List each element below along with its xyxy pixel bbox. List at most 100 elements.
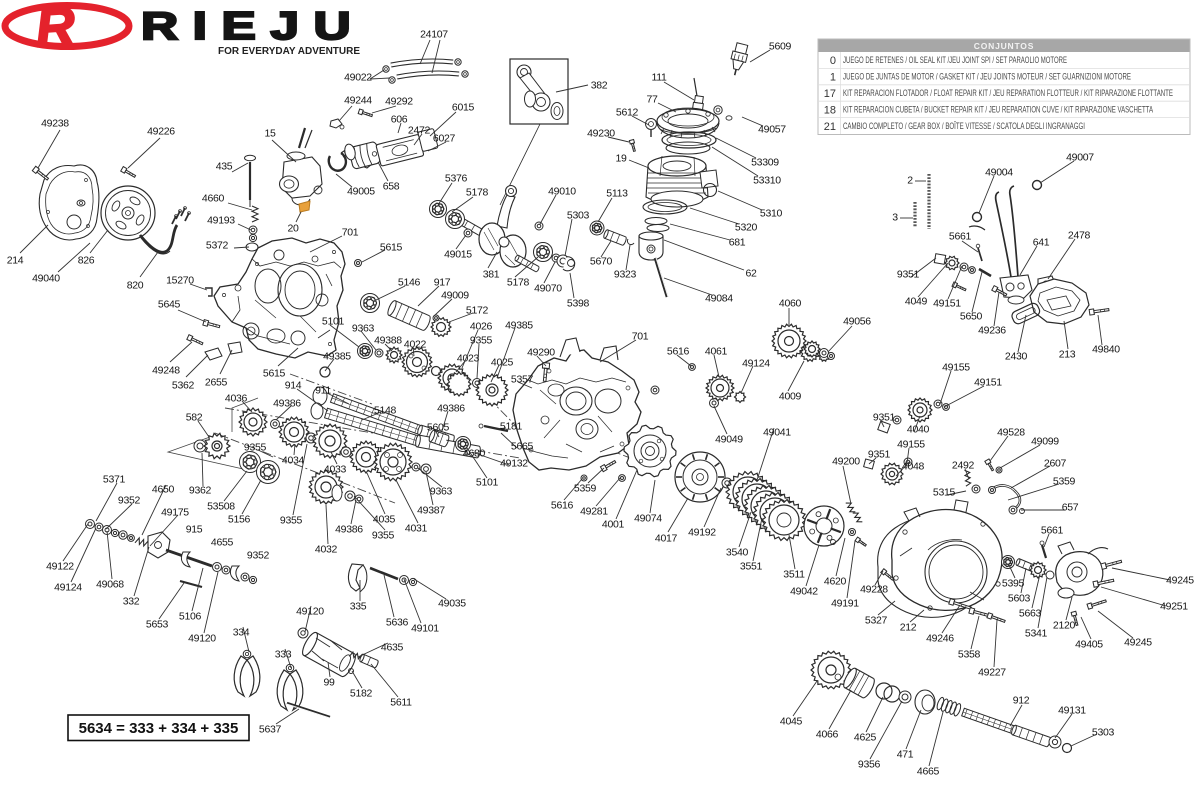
- svg-text:5172: 5172: [466, 305, 489, 317]
- svg-text:4023: 4023: [457, 353, 480, 365]
- svg-text:49236: 49236: [978, 325, 1006, 337]
- svg-text:49290: 49290: [527, 347, 555, 359]
- svg-text:9363: 9363: [352, 323, 375, 335]
- svg-text:5603: 5603: [1008, 593, 1031, 605]
- svg-text:53310: 53310: [753, 175, 781, 187]
- svg-text:5616: 5616: [667, 346, 690, 358]
- svg-text:49405: 49405: [1075, 639, 1103, 651]
- svg-text:4032: 4032: [315, 544, 338, 556]
- svg-text:49386: 49386: [273, 398, 301, 410]
- svg-text:912: 912: [1013, 695, 1030, 707]
- svg-text:4060: 4060: [779, 298, 802, 310]
- svg-text:49244: 49244: [344, 95, 372, 107]
- svg-text:9362: 9362: [189, 485, 212, 497]
- svg-text:3: 3: [892, 212, 898, 224]
- svg-text:4655: 4655: [211, 537, 234, 549]
- svg-text:9355: 9355: [244, 442, 267, 454]
- svg-text:49227: 49227: [978, 667, 1006, 679]
- svg-text:5615: 5615: [263, 368, 286, 380]
- svg-text:49040: 49040: [32, 273, 60, 285]
- svg-text:49084: 49084: [705, 293, 733, 305]
- svg-text:49124: 49124: [54, 582, 82, 594]
- svg-text:49041: 49041: [763, 427, 791, 439]
- svg-text:18: 18: [824, 104, 836, 116]
- svg-text:5611: 5611: [390, 697, 412, 709]
- svg-text:5310: 5310: [760, 208, 783, 220]
- svg-text:9352: 9352: [118, 495, 141, 507]
- svg-text:2607: 2607: [1044, 458, 1067, 470]
- svg-text:5178: 5178: [466, 187, 489, 199]
- svg-text:49226: 49226: [147, 126, 175, 138]
- svg-text:2478: 2478: [1068, 230, 1091, 242]
- svg-text:49122: 49122: [46, 561, 74, 573]
- svg-text:4045: 4045: [780, 716, 803, 728]
- svg-text:5146: 5146: [398, 277, 421, 289]
- svg-text:820: 820: [127, 280, 144, 292]
- svg-text:332: 332: [123, 596, 140, 608]
- svg-text:21: 21: [824, 121, 836, 133]
- svg-text:914: 914: [285, 380, 302, 392]
- svg-text:9323: 9323: [614, 269, 637, 281]
- svg-text:606: 606: [391, 114, 408, 126]
- svg-text:9356: 9356: [858, 759, 881, 771]
- svg-text:15: 15: [264, 128, 276, 140]
- svg-text:334: 334: [233, 627, 250, 639]
- svg-text:49035: 49035: [438, 598, 466, 610]
- svg-text:5637: 5637: [259, 724, 282, 736]
- svg-text:49386: 49386: [437, 403, 465, 415]
- svg-text:1: 1: [830, 72, 836, 84]
- svg-text:5609: 5609: [769, 41, 792, 53]
- svg-text:5320: 5320: [735, 222, 758, 234]
- svg-text:49192: 49192: [688, 527, 716, 539]
- svg-text:49238: 49238: [41, 118, 69, 130]
- svg-text:826: 826: [78, 255, 95, 267]
- svg-text:53508: 53508: [207, 501, 235, 513]
- svg-text:49385: 49385: [323, 351, 351, 363]
- svg-text:381: 381: [483, 269, 500, 281]
- svg-text:641: 641: [1033, 237, 1050, 249]
- svg-text:5303: 5303: [1092, 727, 1115, 739]
- svg-text:R: R: [34, 0, 77, 59]
- svg-text:335: 335: [350, 601, 367, 613]
- svg-text:9351: 9351: [897, 269, 920, 281]
- svg-text:49151: 49151: [974, 377, 1002, 389]
- svg-text:9355: 9355: [470, 335, 493, 347]
- svg-text:KIT REPARACION CUBETA / BUCKET: KIT REPARACION CUBETA / BUCKET REPAIR KI…: [843, 104, 1153, 114]
- svg-text:49386: 49386: [335, 524, 363, 536]
- svg-text:5182: 5182: [350, 688, 373, 700]
- svg-text:4066: 4066: [816, 729, 839, 741]
- svg-text:49175: 49175: [161, 507, 189, 519]
- svg-text:49245: 49245: [1166, 575, 1194, 587]
- svg-text:5605: 5605: [427, 422, 450, 434]
- svg-text:4033: 4033: [324, 464, 347, 476]
- svg-text:4036: 4036: [225, 393, 248, 405]
- svg-text:5661: 5661: [949, 231, 972, 243]
- svg-text:19: 19: [615, 153, 627, 165]
- svg-text:4665: 4665: [917, 766, 940, 778]
- svg-text:212: 212: [900, 622, 917, 634]
- svg-text:6027: 6027: [433, 133, 456, 145]
- svg-text:111: 111: [651, 72, 667, 84]
- svg-text:JUEGO DE JUNTAS DE MOTOR / GAS: JUEGO DE JUNTAS DE MOTOR / GASKET KIT / …: [843, 72, 1131, 82]
- svg-text:5303: 5303: [567, 210, 590, 222]
- svg-text:5612: 5612: [616, 107, 639, 119]
- svg-text:49228: 49228: [860, 584, 888, 596]
- svg-text:5670: 5670: [590, 256, 613, 268]
- svg-text:911: 911: [315, 385, 331, 397]
- svg-text:2430: 2430: [1005, 351, 1028, 363]
- svg-text:4635: 4635: [381, 642, 404, 654]
- svg-text:5371: 5371: [103, 474, 126, 486]
- svg-text:49151: 49151: [933, 298, 961, 310]
- svg-text:5665: 5665: [511, 441, 534, 453]
- svg-text:17: 17: [824, 88, 836, 100]
- svg-text:4650: 4650: [152, 484, 175, 496]
- svg-text:4680: 4680: [463, 448, 486, 460]
- svg-text:49074: 49074: [634, 513, 662, 525]
- svg-text:5358: 5358: [958, 649, 981, 661]
- svg-text:9352: 9352: [247, 550, 270, 562]
- svg-text:49248: 49248: [152, 365, 180, 377]
- svg-text:49099: 49099: [1031, 436, 1059, 448]
- svg-text:214: 214: [7, 255, 24, 267]
- svg-text:9355: 9355: [372, 530, 395, 542]
- svg-text:5148: 5148: [374, 405, 397, 417]
